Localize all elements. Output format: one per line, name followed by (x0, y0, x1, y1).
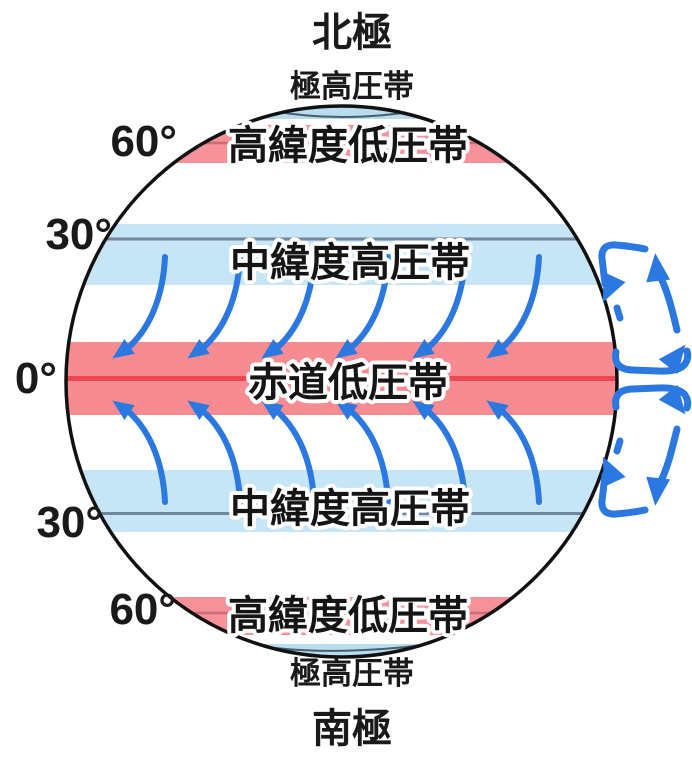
south-pole-label: 南極 (312, 707, 392, 751)
subpolar-low-belt-north-label: 高緯度低圧帯 (228, 124, 468, 168)
globe-outline (64, 104, 619, 659)
subpolar-low-belt-south-label: 高緯度低圧帯 (228, 594, 468, 638)
subtropical-high-belt-south-label: 中緯度高圧帯 (230, 487, 470, 531)
latitude-label-0: 0° (15, 354, 57, 403)
subtropical-high-band-north (66, 224, 617, 285)
latitude-label-30s: 30° (36, 498, 103, 547)
subtropical-high-belt-north-label: 中緯度高圧帯 (230, 241, 470, 285)
latitude-label-30n: 30° (45, 210, 112, 259)
polar-circle-line-south (274, 644, 425, 652)
polar-high-belt-south-label: 極高圧帯 (290, 656, 414, 691)
north-pole-label: 北極 (312, 11, 392, 55)
latitude-label-60s: 60° (109, 585, 176, 634)
subtropical-high-band-south (66, 470, 617, 532)
equatorial-low-belt-label: 赤道低圧帯 (248, 361, 448, 405)
polar-high-belt-north-label: 極高圧帯 (290, 69, 414, 104)
latitude-label-60n: 60° (110, 117, 177, 166)
